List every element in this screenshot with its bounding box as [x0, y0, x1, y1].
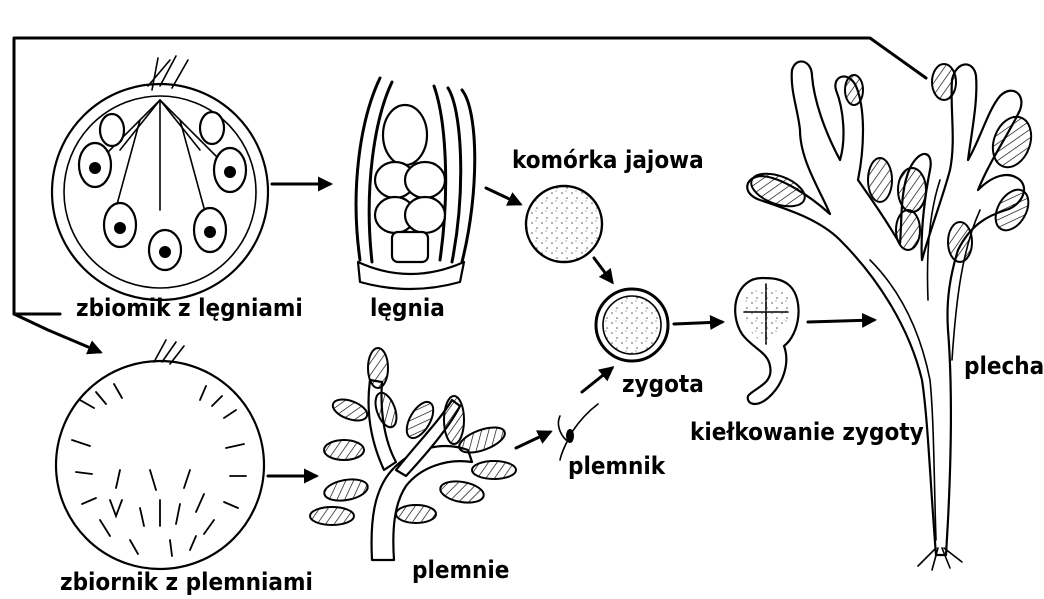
label-receptacle-oogonia: zbiomik z lęgniami: [76, 294, 303, 322]
receptacle-antheridia-drawing: [56, 340, 264, 569]
arrow-egg-to-zygote: [594, 258, 612, 282]
germinating-zygote-drawing: [735, 278, 798, 404]
receptacle-oogonia-drawing: [52, 56, 268, 300]
arrow-germination-to-thallus: [808, 320, 874, 322]
egg-cell-drawing: [526, 186, 602, 262]
label-oogonium: lęgnia: [370, 294, 445, 322]
arrow-oogonium-to-egg: [486, 188, 520, 204]
oogonium-drawing: [356, 78, 475, 289]
label-thallus: plecha: [964, 352, 1044, 380]
label-zygote: zygota: [622, 370, 704, 398]
label-zygote-germination: kiełkowanie zygoty: [690, 418, 924, 446]
arrow-zygote-to-germination: [674, 322, 722, 324]
label-receptacle-antheridia: zbiornik z plemniami: [60, 568, 313, 596]
antheridia-drawing: [310, 348, 516, 560]
label-egg-cell: komórka jajowa: [512, 146, 704, 174]
label-sperm: plemnik: [568, 452, 666, 480]
arrow-sperm-to-zygote: [582, 368, 612, 392]
label-antheridia: plemnie: [412, 556, 509, 584]
zygote-drawing: [596, 289, 668, 361]
arrow-antheridia-to-sperm: [516, 432, 550, 448]
